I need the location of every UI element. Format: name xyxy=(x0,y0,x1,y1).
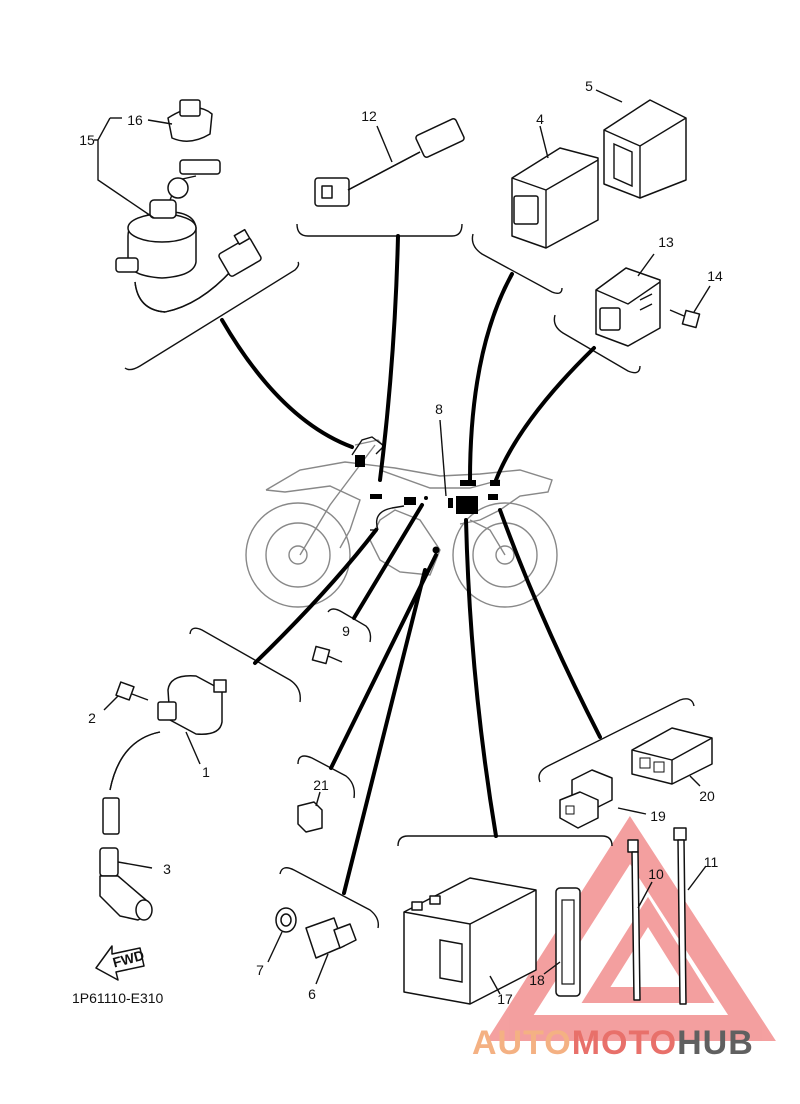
leader-14 xyxy=(693,285,711,313)
leader-17 xyxy=(489,975,501,995)
clamp-part xyxy=(297,801,323,833)
label-10: 10 xyxy=(648,866,664,882)
cdi-cover-part xyxy=(603,99,687,199)
leader-6 xyxy=(315,953,329,985)
battery-part xyxy=(403,877,537,1005)
label-20: 20 xyxy=(699,788,715,804)
main-switch-assembly xyxy=(115,99,262,313)
band-10-part xyxy=(627,839,641,1001)
connector-lines xyxy=(220,234,602,895)
leader-4 xyxy=(539,125,549,159)
leader-21 xyxy=(315,791,321,807)
watermark-hub: HUB xyxy=(677,1024,754,1062)
group-brackets xyxy=(124,223,695,929)
label-19: 19 xyxy=(650,808,666,824)
fwd-label: FWD xyxy=(111,947,146,971)
neutral-switch-part xyxy=(305,917,357,959)
label-12: 12 xyxy=(361,108,377,124)
fwd-arrow-icon xyxy=(95,945,145,981)
label-13: 13 xyxy=(658,234,674,250)
band-11-part xyxy=(673,827,687,1005)
leader-2 xyxy=(103,695,119,711)
leader-13 xyxy=(637,253,655,277)
watermark-moto: MOTO xyxy=(572,1024,677,1062)
leader-1 xyxy=(185,731,201,765)
label-21: 21 xyxy=(313,777,329,793)
leader-8 xyxy=(439,419,447,497)
label-14: 14 xyxy=(707,268,723,284)
fuse-part xyxy=(559,769,613,829)
leader-7 xyxy=(267,931,283,963)
leader-19 xyxy=(617,807,647,815)
label-1: 1 xyxy=(202,764,210,780)
callout-labels: 1 2 3 4 5 6 7 8 9 10 11 12 13 14 15 16 1… xyxy=(79,78,723,1007)
label-9: 9 xyxy=(342,623,350,639)
lead-part xyxy=(314,118,465,207)
label-5: 5 xyxy=(585,78,593,94)
leader-12 xyxy=(376,125,393,163)
leaders-15-16 xyxy=(94,117,173,219)
ignition-coil-part xyxy=(102,675,227,835)
leader-5 xyxy=(595,89,623,103)
label-15: 15 xyxy=(79,132,95,148)
spark-plug-cap-part xyxy=(99,847,153,921)
cdi-unit-part xyxy=(511,147,599,249)
leader-3 xyxy=(117,861,153,869)
watermark-text: AUTOMOTOHUB xyxy=(472,1024,754,1062)
relay-part xyxy=(595,267,661,347)
bolt-2-part xyxy=(115,681,149,701)
battery-band-part xyxy=(555,887,581,997)
diagram-code: 1P61110-E310 xyxy=(72,990,164,1006)
leader-11 xyxy=(687,865,707,891)
label-6: 6 xyxy=(308,986,316,1002)
label-8: 8 xyxy=(435,401,443,417)
bolt-14-part xyxy=(669,309,701,329)
label-16: 16 xyxy=(127,112,143,128)
label-11: 11 xyxy=(704,854,719,870)
label-4: 4 xyxy=(536,111,544,127)
leader-20 xyxy=(689,775,701,787)
leader-18 xyxy=(543,961,561,975)
motorcycle-silhouette xyxy=(245,436,558,608)
label-7: 7 xyxy=(256,962,264,978)
bolt-9-part xyxy=(311,645,343,665)
label-17: 17 xyxy=(497,991,513,1007)
label-3: 3 xyxy=(163,861,171,877)
label-2: 2 xyxy=(88,710,96,726)
watermark-auto: AUTO xyxy=(472,1024,572,1062)
fuse-holder-part xyxy=(631,727,713,785)
label-18: 18 xyxy=(529,972,545,988)
gasket-part xyxy=(275,907,297,933)
leader-10 xyxy=(637,881,653,909)
